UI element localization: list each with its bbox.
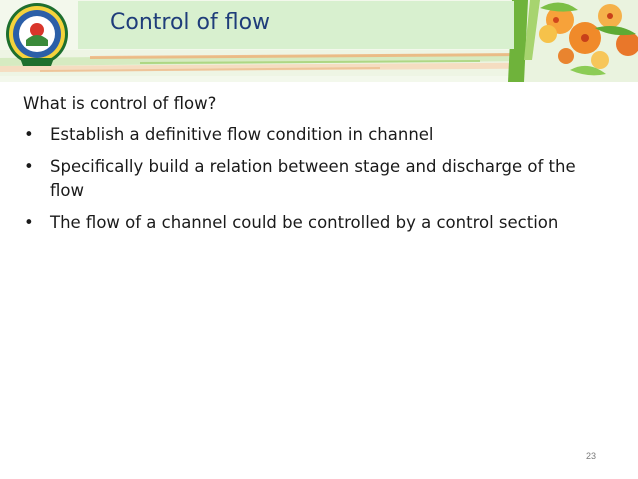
list-item: • Specifically build a relation between … (23, 155, 613, 203)
bullet-text: Specifically build a relation between st… (50, 157, 576, 200)
page-number: 23 (586, 451, 597, 461)
bullet-icon: • (24, 213, 34, 232)
bullet-text: The flow of a channel could be controlle… (50, 213, 559, 232)
title-box (78, 1, 514, 49)
list-item: • The flow of a channel could be control… (23, 211, 613, 235)
header-band: Control of flow (0, 0, 638, 82)
bullet-list: • Establish a definitive flow condition … (23, 123, 613, 235)
list-item: • Establish a definitive flow condition … (23, 123, 613, 147)
university-seal-logo (6, 3, 68, 66)
intro-question: What is control of flow? (23, 94, 217, 113)
bullet-icon: • (24, 157, 34, 176)
bullet-icon: • (24, 125, 34, 144)
slide-body: What is control of flow? • Establish a d… (23, 92, 613, 243)
slide-title: Control of flow (110, 10, 271, 35)
bullet-text: Establish a definitive flow condition in… (50, 125, 434, 144)
